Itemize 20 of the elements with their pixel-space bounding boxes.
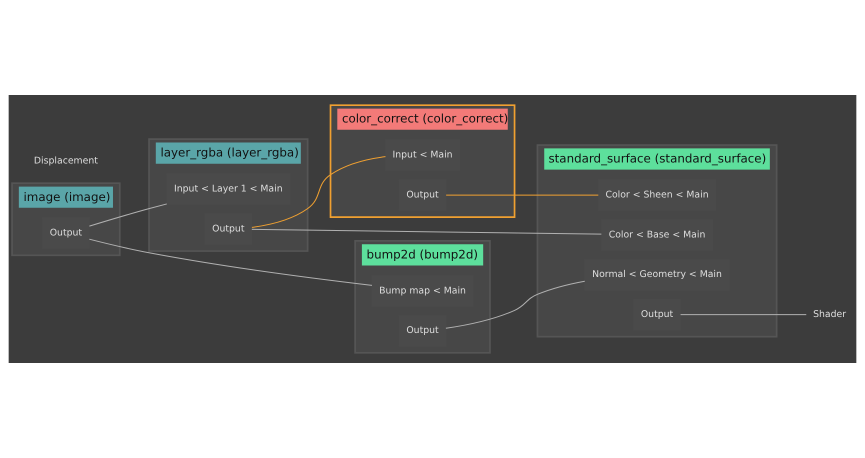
connector bbox=[252, 228, 602, 235]
node-text: Color < Sheen < Main bbox=[605, 189, 709, 200]
node-text: Bump map < Main bbox=[379, 285, 466, 296]
connector bbox=[680, 314, 806, 316]
node-text: Output bbox=[640, 309, 674, 320]
node-text: Normal < Geometry < Main bbox=[592, 269, 722, 280]
node-text: Color < Base < Main bbox=[608, 229, 706, 240]
node-text: Output bbox=[406, 325, 439, 336]
node-text: Output bbox=[212, 223, 244, 234]
node-text: Input < Layer 1 < Main bbox=[174, 184, 283, 195]
node-text: Output bbox=[50, 228, 82, 239]
connector bbox=[252, 156, 386, 228]
connector bbox=[89, 203, 167, 227]
label: Displacement bbox=[34, 156, 98, 167]
connector bbox=[446, 280, 585, 329]
node-text: Input < Main bbox=[392, 150, 453, 161]
connector bbox=[89, 238, 372, 286]
node-text: Output bbox=[406, 189, 439, 200]
node-text: Shader bbox=[813, 309, 846, 320]
connector bbox=[446, 194, 598, 196]
